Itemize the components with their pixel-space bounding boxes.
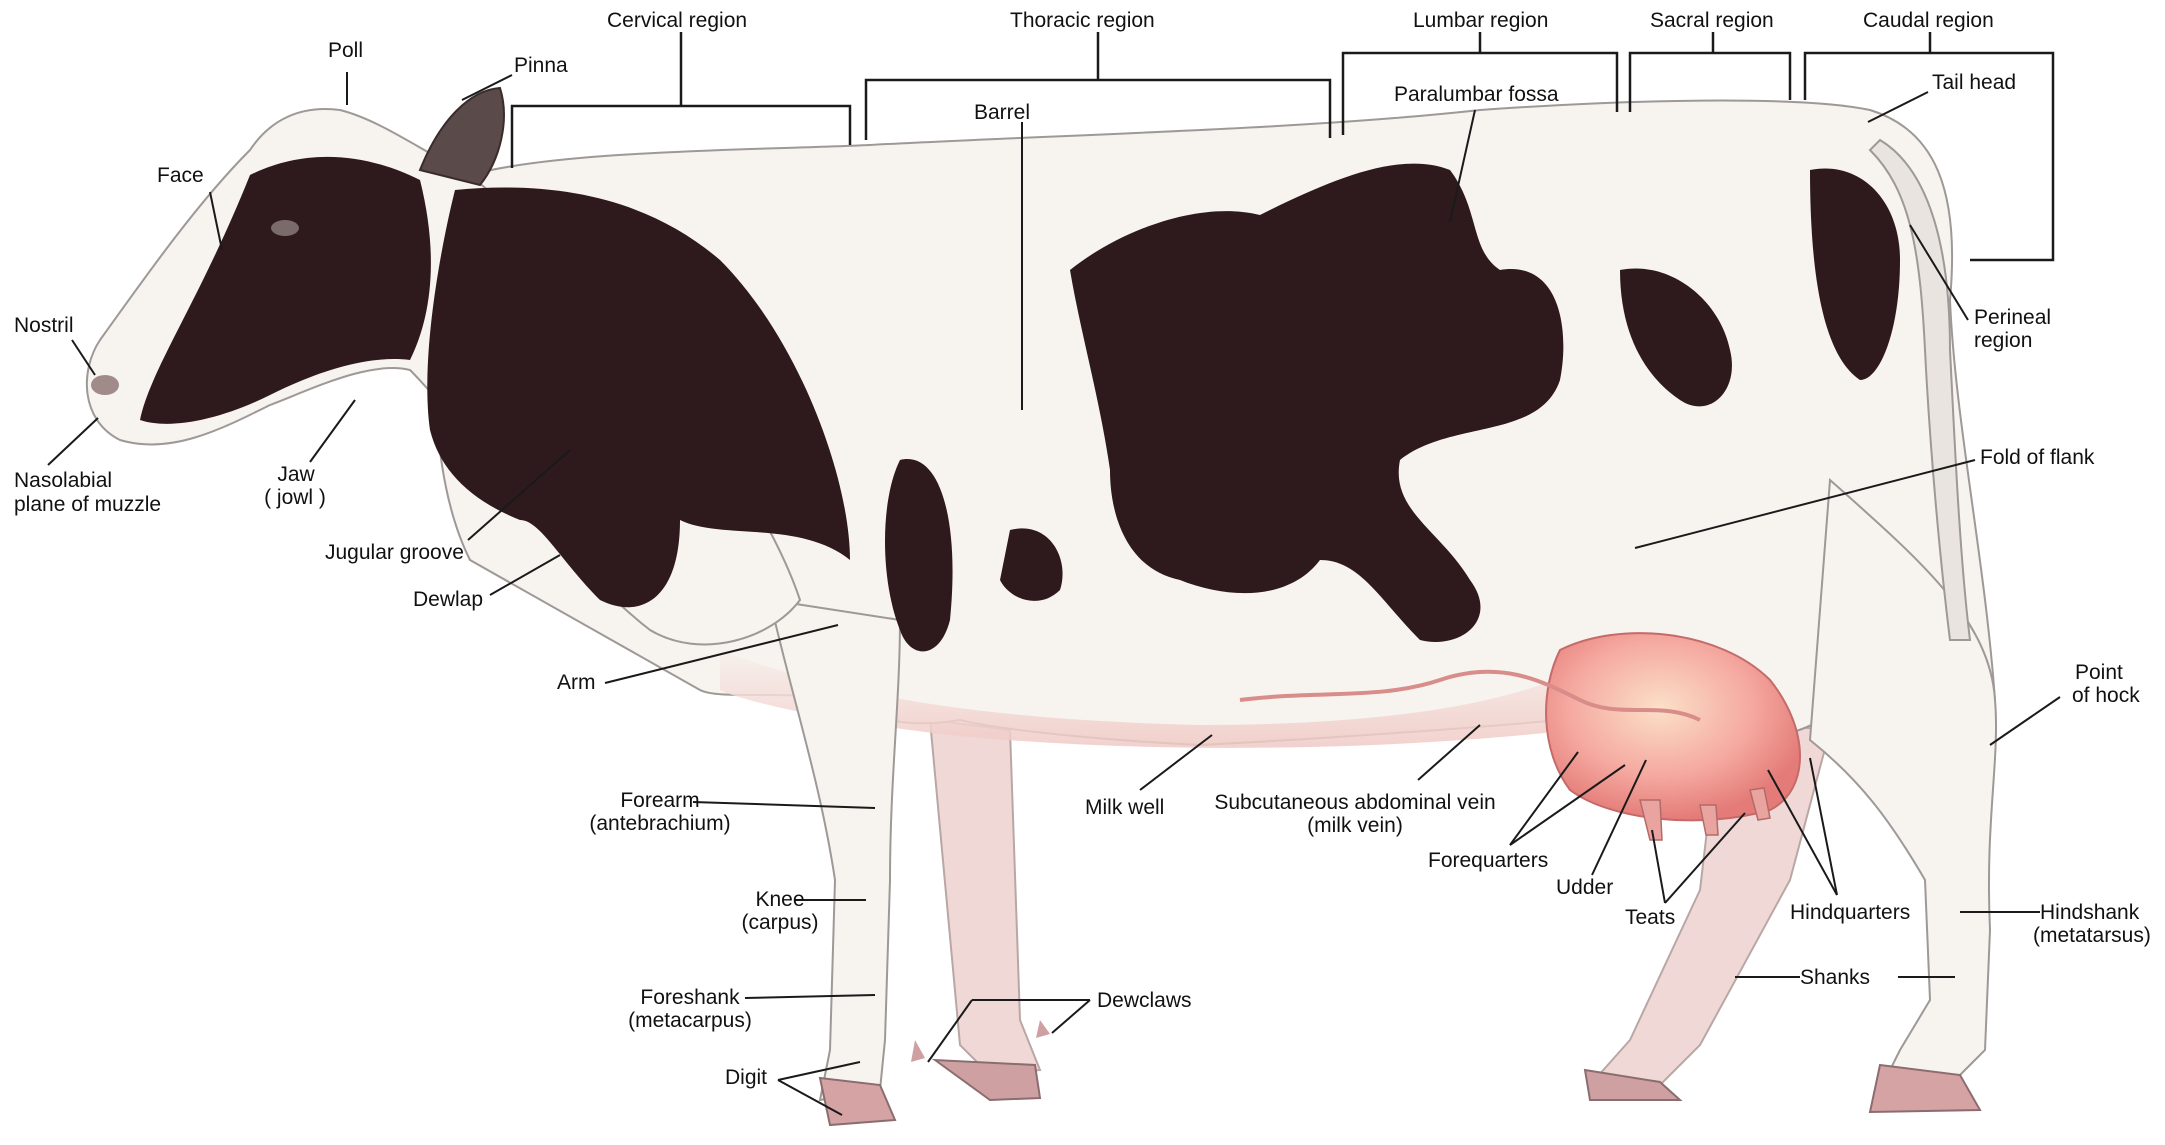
lumbar-region-label: Lumbar region [1413,8,1548,33]
far-fore-hoof [935,1060,1040,1100]
sacral-region-label: Sacral region [1650,8,1774,33]
perineal-label-line1: Perineal [1974,305,2051,330]
teat-2 [1700,805,1718,835]
eye [271,220,299,236]
hock-leader [1990,697,2060,745]
foreshank-label-line1: Foreshank [610,985,770,1010]
hindshank-label-line1: Hindshank [2040,900,2139,925]
caudal-region-label: Caudal region [1863,8,1994,33]
teat-1 [1640,800,1662,840]
paralumbar-fossa-label: Paralumbar fossa [1394,82,1559,107]
perineal-label-line2: region [1974,328,2032,353]
forequarters-leader-1 [1510,752,1578,845]
nostril [91,375,119,395]
tail-head-label: Tail head [1932,70,2016,95]
nasolabial-label-line1: Nasolabial [14,468,112,493]
jugular-groove-label: Jugular groove [325,540,464,565]
dewclaw-far [1036,1020,1050,1038]
nasolabial-label-line2: plane of muzzle [14,492,161,517]
hindquarters-label: Hindquarters [1790,900,1910,925]
knee-label-line1: Knee [720,887,840,912]
dewclaws-leader-2 [1052,1000,1090,1033]
barrel-label: Barrel [974,100,1030,125]
forearm-label-line2: (antebrachium) [570,811,750,836]
thoracic-region-label: Thoracic region [1010,8,1155,33]
teats-label: Teats [1625,905,1675,930]
dewclaws-label: Dewclaws [1097,988,1192,1013]
foreshank-label-line2: (metacarpus) [610,1008,770,1033]
milk-vein-label-line1: Subcutaneous abdominal vein [1195,790,1515,815]
near-foreleg [770,600,900,1100]
pinna-label: Pinna [514,53,568,78]
cervical-region-label: Cervical region [607,8,747,33]
shanks-label: Shanks [1800,965,1870,990]
tailhead-leader [1868,92,1928,122]
milk-well-label: Milk well [1085,795,1164,820]
knee-label-line2: (carpus) [720,910,840,935]
far-foreleg [930,720,1040,1075]
dewlap-label: Dewlap [413,587,483,612]
near-fore-hoof [820,1078,895,1125]
hindshank-label-line2: (metatarsus) [2033,923,2151,948]
face-label: Face [157,163,204,188]
nasolabial-leader [48,418,98,465]
point-of-hock-label-line1: Point [2075,660,2123,685]
udder-label: Udder [1556,875,1613,900]
forequarters-label: Forequarters [1428,848,1548,873]
jaw-label-line2: ( jowl ) [245,485,345,510]
hindquarters-leader-1 [1810,758,1837,895]
digit-label: Digit [725,1065,767,1090]
milk-vein-label-line2: (milk vein) [1195,813,1515,838]
dewclaw-fore [911,1040,925,1062]
jaw-label-line1: Jaw [258,462,334,487]
nostril-label: Nostril [14,313,74,338]
point-of-hock-label-line2: of hock [2072,683,2140,708]
arm-label: Arm [557,670,596,695]
jaw-leader [310,400,355,462]
poll-label: Poll [328,38,363,63]
fold-of-flank-label: Fold of flank [1980,445,2094,470]
forearm-label-line1: Forearm [570,788,750,813]
teats-leader-1 [1652,830,1665,903]
